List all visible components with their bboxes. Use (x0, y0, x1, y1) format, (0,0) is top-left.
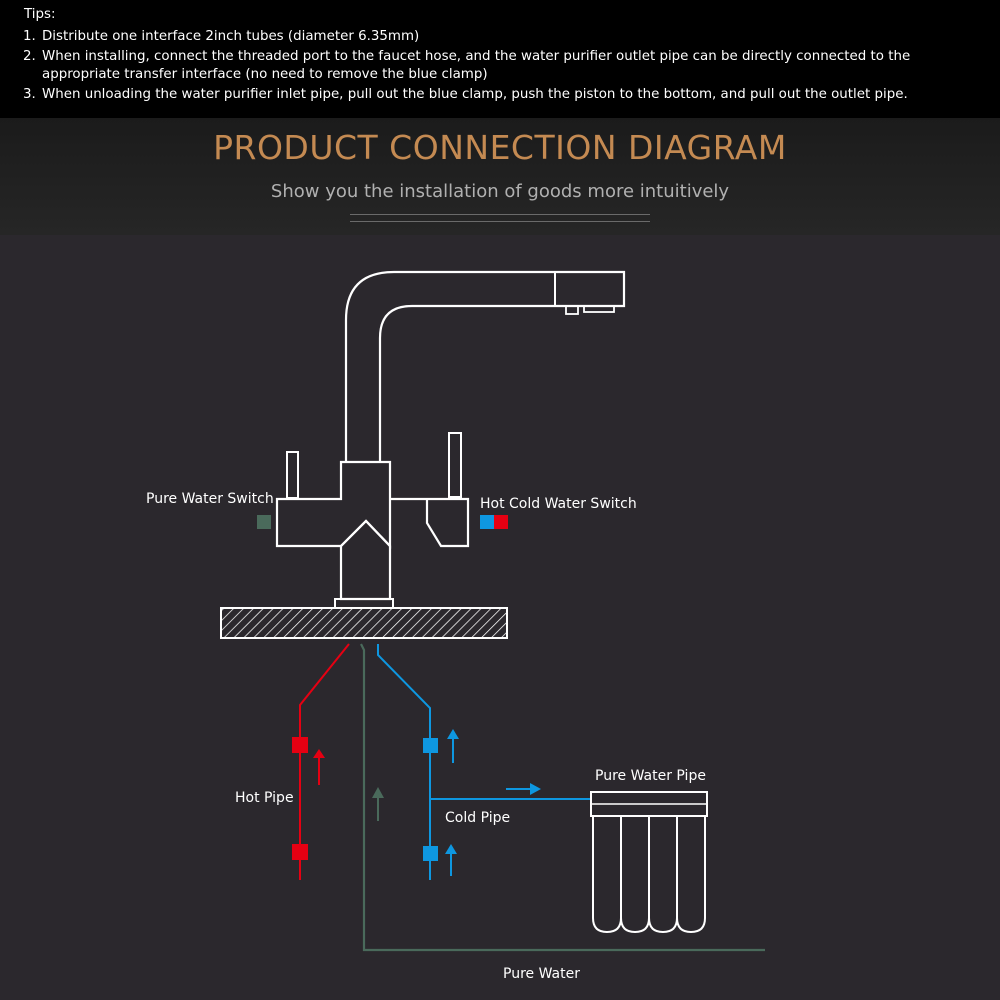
tip-item-3: When unloading the water purifier inlet … (40, 86, 976, 104)
pure-water-pipe-label: Pure Water Pipe (595, 768, 706, 784)
cold-pipe-label: Cold Pipe (445, 810, 511, 826)
pure-flow-arrow-icon (372, 787, 384, 821)
hot-cold-switch-label: Hot Cold Water Switch (480, 496, 637, 512)
filter-cartridge-3 (648, 816, 678, 934)
hot-pipe-label: Hot Pipe (235, 790, 294, 806)
filter-cartridge-4 (676, 816, 706, 934)
hot-cold-handle (448, 432, 462, 498)
diagram-subheading: Show you the installation of goods more … (270, 181, 730, 202)
hot-pipe-connector-upper (292, 737, 308, 753)
cold-pipe-connector-upper (423, 738, 438, 753)
tips-title: Tips: (24, 7, 56, 22)
faucet-spout (344, 270, 626, 463)
countertop (220, 607, 508, 639)
pure-water-label: Pure Water (503, 966, 580, 982)
filter-cartridge-1 (592, 816, 622, 934)
pure-water-handle (286, 451, 299, 499)
cold-pipe-line (377, 644, 431, 880)
tips-panel: Tips: Distribute one interface 2inch tub… (0, 0, 1000, 118)
tip-item-2: When installing, connect the threaded po… (40, 48, 976, 84)
water-purifier (590, 791, 708, 934)
aerator-large (583, 305, 615, 313)
tips-list: Distribute one interface 2inch tubes (di… (24, 28, 976, 104)
cold-flow-arrow-icon-lower (445, 844, 457, 876)
aerator-small (565, 305, 579, 315)
hot-flow-arrow-icon (313, 749, 325, 785)
filter-cartridge-2 (620, 816, 650, 934)
hot-pipe-line (299, 643, 350, 880)
diagram-heading: PRODUCT CONNECTION DIAGRAM (213, 128, 787, 167)
cold-pipe-connector-lower (423, 846, 438, 861)
hot-pipe-connector-lower (292, 844, 308, 860)
faucet-mount-ring (334, 598, 394, 609)
faucet-body (275, 460, 470, 549)
cold-swatch (480, 515, 494, 529)
fine-print-line (350, 221, 650, 222)
hot-swatch (494, 515, 508, 529)
title-banner: PRODUCT CONNECTION DIAGRAM Show you the … (0, 118, 1000, 235)
pure-water-switch-label: Pure Water Switch (146, 491, 274, 507)
pure-water-switch-swatch (257, 515, 271, 529)
faucet-base (339, 519, 392, 601)
pure-water-loop (360, 643, 765, 952)
cold-flow-arrow-icon-upper (447, 729, 459, 763)
tip-item-1: Distribute one interface 2inch tubes (di… (40, 28, 976, 46)
fine-print-line (350, 214, 650, 215)
cold-branch-arrow-icon (506, 783, 541, 795)
